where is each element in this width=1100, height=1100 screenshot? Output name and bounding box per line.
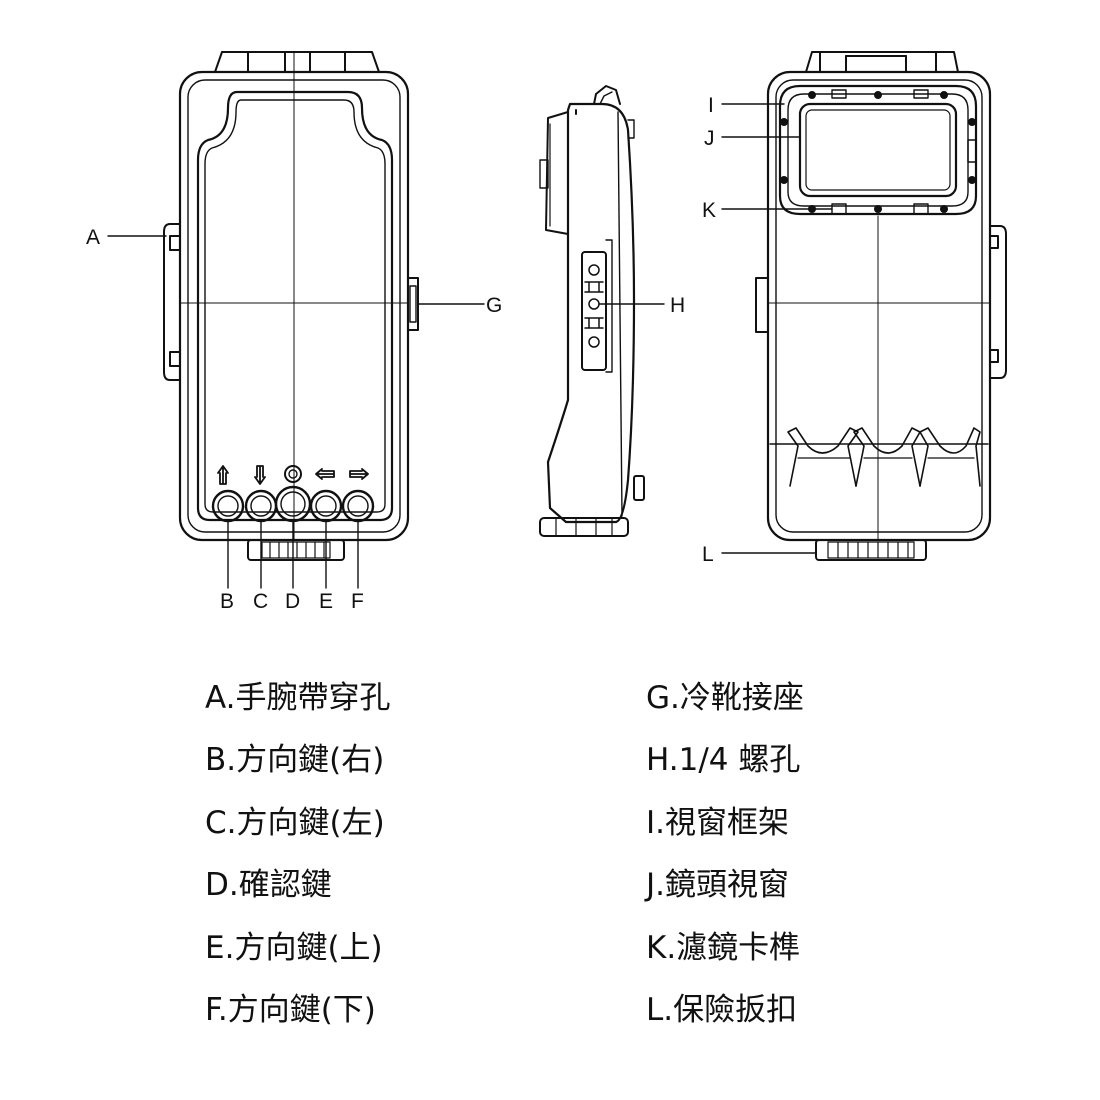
side-view bbox=[539, 85, 645, 537]
legend-item-d: D.確認鍵 bbox=[205, 867, 332, 903]
legend-item-k: K.濾鏡卡榫 bbox=[646, 930, 801, 966]
legend-item-f: F.方向鍵(下) bbox=[205, 992, 376, 1028]
legend-item-e: E.方向鍵(上) bbox=[205, 930, 383, 966]
callout-b: B bbox=[220, 590, 234, 613]
callout-d: D bbox=[285, 590, 300, 613]
front-view bbox=[163, 51, 419, 561]
legend-item-i: I.視窗框架 bbox=[646, 805, 789, 841]
legend-item-j: J.鏡頭視窗 bbox=[646, 867, 789, 903]
callout-a: A bbox=[86, 226, 100, 249]
legend-item-a: A.手腕帶穿孔 bbox=[205, 680, 391, 716]
callout-f: F bbox=[351, 590, 364, 613]
legend-item-g: G.冷靴接座 bbox=[646, 680, 804, 716]
legend-item-h: H.1/4 螺孔 bbox=[646, 742, 801, 778]
back-view bbox=[755, 51, 1007, 561]
legend-item-l: L.保險扳扣 bbox=[646, 992, 798, 1028]
callout-l: L bbox=[702, 543, 714, 566]
callout-j: J bbox=[704, 127, 715, 150]
callout-g: G bbox=[486, 294, 502, 317]
callout-c: C bbox=[253, 590, 268, 613]
housing-diagram: A B C D E F G H I J K L bbox=[86, 51, 1007, 613]
callout-h: H bbox=[670, 294, 685, 317]
leader-lines bbox=[107, 103, 833, 589]
callout-i: I bbox=[708, 94, 714, 117]
callout-k: K bbox=[702, 199, 716, 222]
callout-e: E bbox=[319, 590, 333, 613]
legend-item-c: C.方向鍵(左) bbox=[205, 805, 385, 841]
legend-item-b: B.方向鍵(右) bbox=[205, 742, 385, 778]
